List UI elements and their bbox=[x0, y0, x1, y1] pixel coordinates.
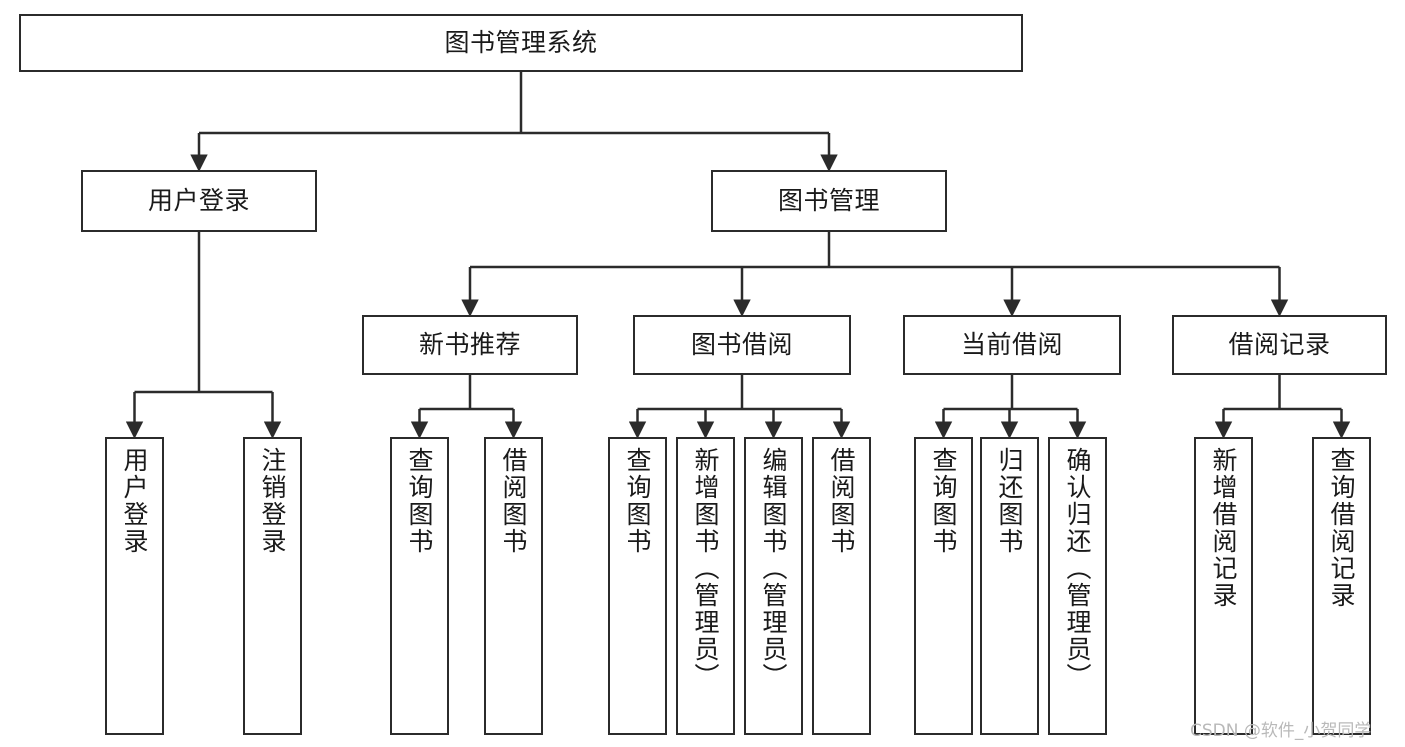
node-leaf-user-login-label: 用户登录 bbox=[120, 447, 149, 555]
node-leaf-add-book-admin[interactable]: 新增图书（管理员） bbox=[676, 437, 735, 735]
node-leaf-borrow-book-1[interactable]: 借阅图书 bbox=[484, 437, 543, 735]
node-leaf-query-borrow-record-label: 查询借阅记录 bbox=[1327, 447, 1356, 609]
node-borrow-record[interactable]: 借阅记录 bbox=[1172, 315, 1387, 375]
node-leaf-confirm-return-admin[interactable]: 确认归还（管理员） bbox=[1048, 437, 1107, 735]
node-leaf-user-logout[interactable]: 注销登录 bbox=[243, 437, 302, 735]
watermark: CSDN @软件_小贺同学 bbox=[1190, 721, 1372, 741]
node-leaf-borrow-book-2-label: 借阅图书 bbox=[827, 447, 856, 555]
node-leaf-query-book-2[interactable]: 查询图书 bbox=[608, 437, 667, 735]
node-user-login[interactable]: 用户登录 bbox=[81, 170, 317, 232]
node-book-borrow[interactable]: 图书借阅 bbox=[633, 315, 851, 375]
node-leaf-borrow-book-2[interactable]: 借阅图书 bbox=[812, 437, 871, 735]
node-new-book-recommend[interactable]: 新书推荐 bbox=[362, 315, 578, 375]
node-leaf-borrow-book-1-label: 借阅图书 bbox=[499, 447, 528, 555]
node-leaf-confirm-return-admin-label: 确认归还（管理员） bbox=[1063, 447, 1092, 690]
node-root-label: 图书管理系统 bbox=[444, 28, 598, 58]
node-new-book-recommend-label: 新书推荐 bbox=[418, 330, 521, 360]
node-leaf-add-book-admin-label: 新增图书（管理员） bbox=[691, 447, 720, 690]
node-leaf-user-logout-label: 注销登录 bbox=[258, 447, 287, 555]
node-leaf-query-book-2-label: 查询图书 bbox=[623, 447, 652, 555]
node-leaf-return-book[interactable]: 归还图书 bbox=[980, 437, 1039, 735]
node-leaf-edit-book-admin-label: 编辑图书（管理员） bbox=[759, 447, 788, 690]
node-leaf-edit-book-admin[interactable]: 编辑图书（管理员） bbox=[744, 437, 803, 735]
node-leaf-query-book-1[interactable]: 查询图书 bbox=[390, 437, 449, 735]
node-user-login-label: 用户登录 bbox=[147, 186, 250, 216]
node-book-manage-label: 图书管理 bbox=[777, 186, 880, 216]
node-book-manage[interactable]: 图书管理 bbox=[711, 170, 947, 232]
node-leaf-query-borrow-record[interactable]: 查询借阅记录 bbox=[1312, 437, 1371, 735]
node-root[interactable]: 图书管理系统 bbox=[19, 14, 1023, 72]
node-current-borrow-label: 当前借阅 bbox=[960, 330, 1063, 360]
node-leaf-query-book-1-label: 查询图书 bbox=[405, 447, 434, 555]
node-leaf-user-login[interactable]: 用户登录 bbox=[105, 437, 164, 735]
node-leaf-add-borrow-record[interactable]: 新增借阅记录 bbox=[1194, 437, 1253, 735]
node-leaf-add-borrow-record-label: 新增借阅记录 bbox=[1209, 447, 1238, 609]
node-borrow-record-label: 借阅记录 bbox=[1228, 330, 1331, 360]
node-current-borrow[interactable]: 当前借阅 bbox=[903, 315, 1121, 375]
node-leaf-return-book-label: 归还图书 bbox=[995, 447, 1024, 555]
node-leaf-query-book-3[interactable]: 查询图书 bbox=[914, 437, 973, 735]
node-leaf-query-book-3-label: 查询图书 bbox=[929, 447, 958, 555]
node-book-borrow-label: 图书借阅 bbox=[690, 330, 793, 360]
